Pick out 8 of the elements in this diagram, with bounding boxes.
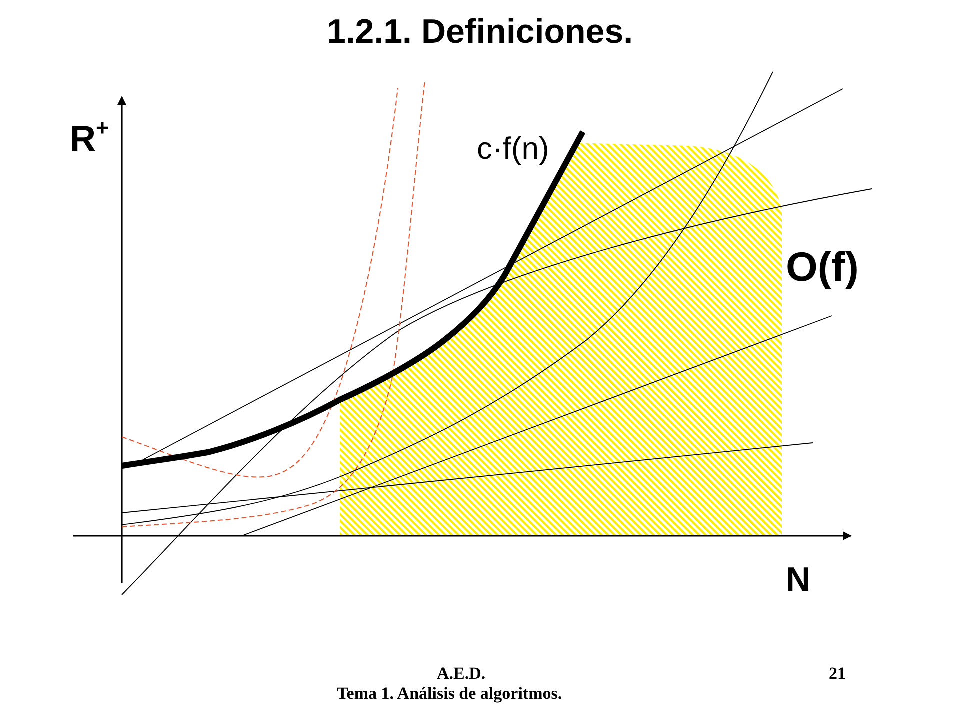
axis-label: R$^{+}$ <box>70 121 110 157</box>
footer-text: Tema 1. Análisis de algoritmos. <box>337 685 562 702</box>
curve-label: c·f(n) <box>477 133 550 164</box>
footer-text: A.E.D. <box>437 665 486 682</box>
region-label: O(f) <box>786 247 859 288</box>
page-number: 21 <box>829 665 846 682</box>
slide-title: 1.2.1. Definiciones. <box>326 15 634 49</box>
axis-label: N <box>786 563 811 597</box>
